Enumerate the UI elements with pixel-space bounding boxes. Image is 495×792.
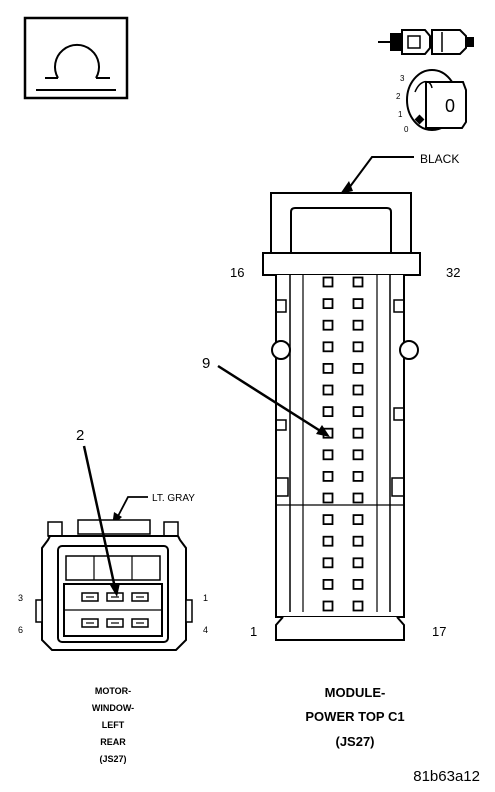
key-position-label: 0: [445, 96, 455, 116]
motor-color-label: LT. GRAY: [152, 493, 195, 504]
motor-name-line4: REAR: [100, 737, 126, 747]
module-cavity: [322, 535, 334, 547]
module-cavity: [352, 362, 364, 374]
pin-label-32: 32: [446, 265, 460, 280]
module-cavity: [352, 427, 364, 439]
module-cavity: [322, 341, 334, 353]
motor-pin-label-4: 4: [203, 625, 208, 635]
module-cavity: [352, 384, 364, 396]
module-cavity: [352, 600, 364, 612]
switch-pos-1: 1: [398, 110, 403, 119]
module-cavity: [352, 557, 364, 569]
callout-pin-9: 9: [202, 355, 210, 372]
test-probe-icon: [378, 29, 474, 55]
motor-pin-label-3: 3: [18, 593, 23, 603]
ignition-switch-icon: 0 3 2 1 0: [396, 69, 467, 134]
module-cavity: [322, 298, 334, 310]
module-cavity: [352, 341, 364, 353]
pin-label-1: 1: [250, 624, 257, 639]
module-name-line2: POWER TOP C1: [305, 709, 404, 724]
module-cavity: [352, 449, 364, 461]
module-cavity: [352, 470, 364, 482]
module-cavity: [322, 362, 334, 374]
module-cavity: [322, 470, 334, 482]
module-cavity-grid: [322, 276, 364, 612]
motor-name-line2: WINDOW-: [92, 703, 134, 713]
callout-pin-2: 2: [76, 427, 84, 444]
module-cavity: [322, 492, 334, 504]
module-cavity: [352, 406, 364, 418]
motor-cavity-grid: [81, 592, 149, 628]
motor-pin-label-6: 6: [18, 625, 23, 635]
module-cavity: [322, 319, 334, 331]
module-cavity: [322, 579, 334, 590]
motor-name-line5: (JS27): [99, 754, 126, 764]
module-cavity: [322, 406, 334, 418]
module-cavity: [322, 384, 334, 396]
motor-pin-label-1: 1: [203, 593, 208, 603]
module-cavity: [352, 535, 364, 547]
switch-pos-0: 0: [404, 125, 409, 134]
module-cavity: [322, 514, 334, 525]
figure-id: 81b63a12: [413, 768, 480, 785]
motor-connector: LT. GRAY 3 1 6 4 2 MOTOR- WINDOW- LEFT R…: [18, 427, 208, 764]
module-cavity: [352, 276, 364, 288]
module-cavity: [322, 600, 334, 612]
module-name-line1: MODULE-: [325, 685, 386, 700]
module-cavity: [322, 449, 334, 461]
motor-name-line3: LEFT: [102, 720, 125, 730]
module-cavity: [322, 276, 334, 288]
module-cavity: [352, 492, 364, 504]
module-cavity: [352, 514, 364, 525]
module-cavity: [352, 298, 364, 310]
module-color-label: BLACK: [420, 152, 459, 166]
module-name-line3: (JS27): [335, 734, 374, 749]
switch-pos-2: 2: [396, 92, 401, 101]
module-cavity: [352, 579, 364, 590]
module-connector: BLACK 16 32 1 17 9: [202, 152, 460, 749]
motor-name-line1: MOTOR-: [95, 686, 131, 696]
ohmmeter-icon: [23, 16, 129, 100]
module-cavity: [352, 319, 364, 331]
switch-pos-3: 3: [400, 74, 405, 83]
pin-label-17: 17: [432, 624, 446, 639]
pin-label-16: 16: [230, 265, 244, 280]
module-cavity: [322, 557, 334, 569]
